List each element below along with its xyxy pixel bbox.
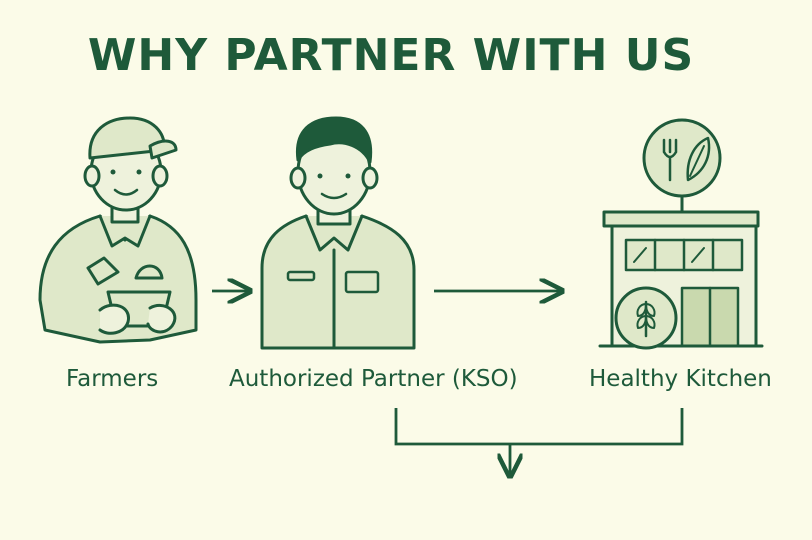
partner-icon [260,116,416,350]
kitchen-building-icon [598,118,764,350]
label-healthy-kitchen: Healthy Kitchen [589,366,772,392]
bracket-connector [394,408,684,446]
label-authorized-partner: Authorized Partner (KSO) [229,366,518,392]
label-farmers: Farmers [66,366,159,392]
farmer-icon [38,116,198,344]
diagram-title: WHY PARTNER WITH US [87,30,695,81]
